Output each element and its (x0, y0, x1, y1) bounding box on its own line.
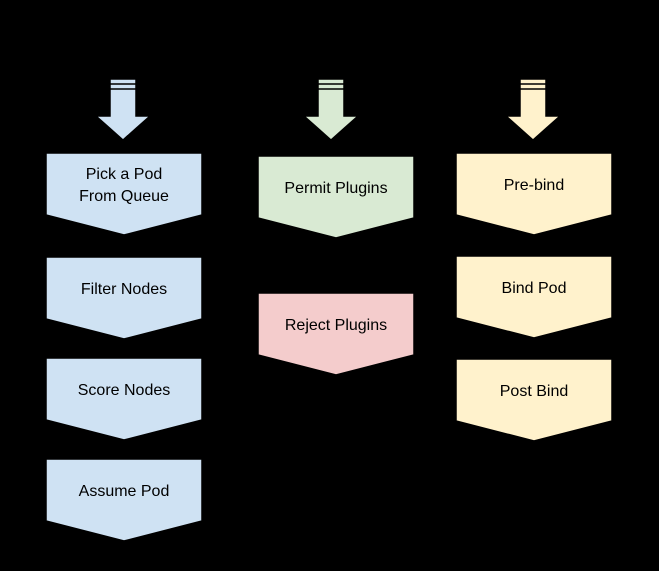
node-shape (257, 292, 415, 376)
node-shape (45, 357, 203, 441)
node-label: Reject Plugins (285, 317, 387, 334)
node-shape (455, 152, 613, 236)
node-label: Pre-bind (504, 177, 564, 194)
node-reject-plugins: Reject Plugins (257, 292, 415, 376)
node-label: Permit Plugins (284, 180, 387, 197)
node-post-bind: Post Bind (455, 358, 613, 442)
arrow-shape (94, 78, 152, 142)
node-label: Post Bind (500, 383, 568, 400)
node-score-nodes: Score Nodes (45, 357, 203, 441)
node-pre-bind: Pre-bind (455, 152, 613, 236)
node-label-line1: Pick a Pod (86, 166, 162, 183)
arrow-shape (504, 78, 562, 142)
arrow-shape (302, 78, 360, 142)
node-label: Bind Pod (502, 280, 567, 297)
node-label: Assume Pod (79, 483, 170, 500)
down-arrow-icon-binding (504, 78, 562, 142)
node-permit-plugins: Permit Plugins (257, 155, 415, 239)
node-label: Score Nodes (78, 382, 171, 399)
down-arrow-icon-permit (302, 78, 360, 142)
node-shape (257, 155, 415, 239)
node-shape (455, 255, 613, 339)
node-shape (45, 152, 203, 236)
node-shape (455, 358, 613, 442)
node-shape (45, 256, 203, 340)
node-assume-pod: Assume Pod (45, 458, 203, 542)
node-shape (45, 458, 203, 542)
node-bind-pod: Bind Pod (455, 255, 613, 339)
down-arrow-icon-scheduling (94, 78, 152, 142)
node-pick-a-pod-from-queue: Pick a Pod From Queue (45, 152, 203, 236)
node-label-line2: From Queue (79, 188, 169, 205)
node-label: Filter Nodes (81, 281, 167, 298)
node-filter-nodes: Filter Nodes (45, 256, 203, 340)
